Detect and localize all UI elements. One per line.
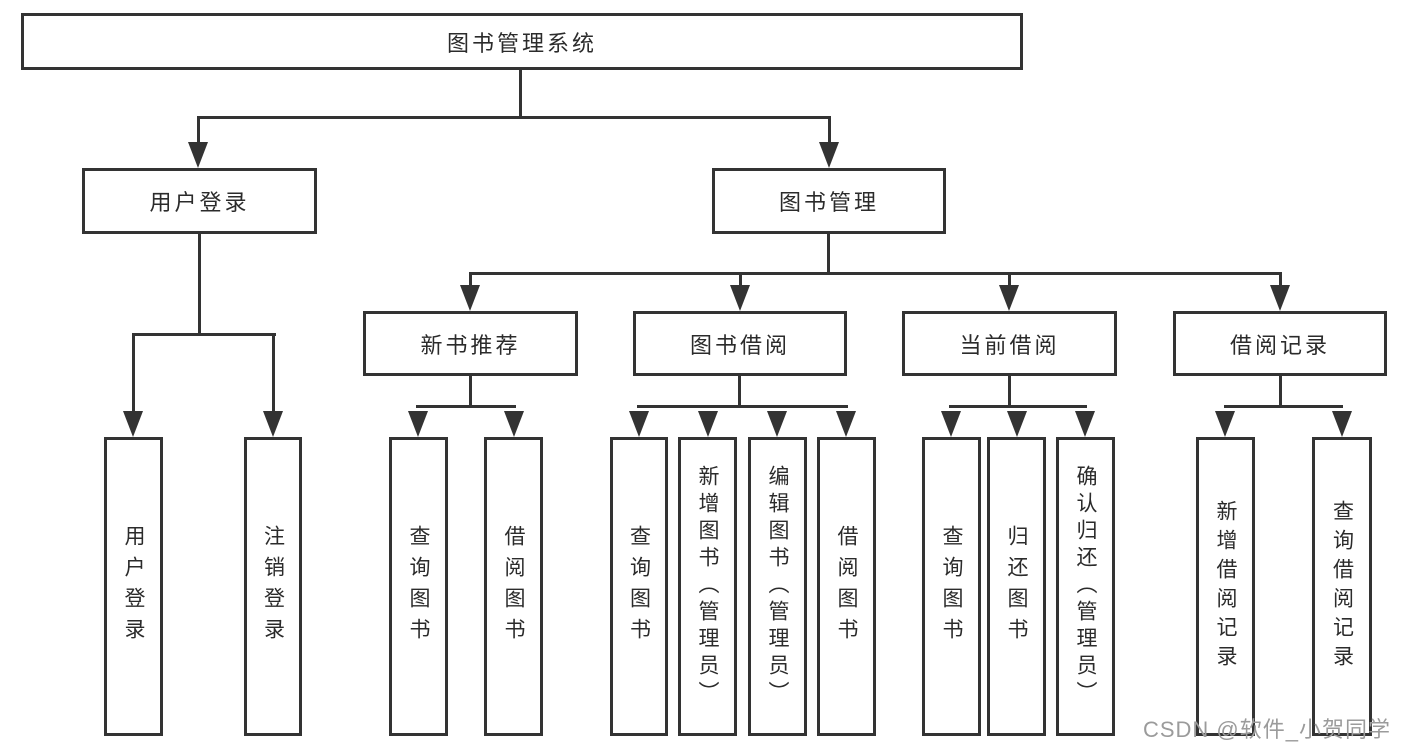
node-user-login: 用户登录 (82, 168, 317, 234)
connector-line (416, 405, 516, 408)
leaf-query-books-recommend: 查询图书 (389, 437, 448, 736)
arrow-down-icon (1215, 411, 1235, 437)
connector-line (1279, 376, 1282, 407)
leaf-borrow-books-recommend: 借阅图书 (484, 437, 543, 736)
arrow-down-icon (730, 285, 750, 311)
arrow-down-icon (263, 411, 283, 437)
leaf-logout-label: 注销登录 (261, 524, 285, 649)
arrow-down-icon (123, 411, 143, 437)
node-borrow-records: 借阅记录 (1173, 311, 1387, 376)
connector-line (827, 234, 830, 275)
connector-line (738, 376, 741, 407)
connector-line (197, 116, 200, 146)
arrow-down-icon (836, 411, 856, 437)
leaf-add-borrow-record: 新增借阅记录 (1196, 437, 1255, 736)
leaf-add-borrow-record-label: 新增借阅记录 (1214, 499, 1237, 674)
node-new-book-recommend: 新书推荐 (363, 311, 578, 376)
connector-line (272, 333, 275, 415)
connector-line (1224, 405, 1343, 408)
arrow-down-icon (460, 285, 480, 311)
connector-line (132, 333, 276, 336)
connector-line (1008, 376, 1011, 407)
arrow-down-icon (1270, 285, 1290, 311)
node-borrow-records-label: 借阅记录 (1229, 332, 1330, 358)
arrow-down-icon (629, 411, 649, 437)
connector-line (637, 405, 848, 408)
node-book-management-label: 图书管理 (778, 190, 879, 215)
leaf-user-login: 用户登录 (104, 437, 163, 736)
node-root-label: 图书管理系统 (446, 30, 597, 56)
leaf-return-books-label: 归还图书 (1005, 524, 1028, 649)
connector-line (132, 333, 135, 415)
node-user-login-label: 用户登录 (149, 190, 250, 215)
leaf-borrow-books-borrowing: 借阅图书 (817, 437, 876, 736)
leaf-logout: 注销登录 (244, 437, 302, 736)
arrow-down-icon (1007, 411, 1027, 437)
arrow-down-icon (408, 411, 428, 437)
arrow-down-icon (504, 411, 524, 437)
leaf-query-books-current: 查询图书 (922, 437, 981, 736)
arrow-down-icon (941, 411, 961, 437)
arrow-down-icon (188, 142, 208, 168)
arrow-down-icon (1075, 411, 1095, 437)
node-current-borrowing: 当前借阅 (902, 311, 1117, 376)
connector-line (469, 376, 472, 407)
node-new-book-recommend-label: 新书推荐 (420, 332, 521, 358)
connector-line (198, 234, 201, 336)
connector-line (469, 272, 472, 290)
connector-line (828, 116, 831, 146)
node-book-borrowing-label: 图书借阅 (689, 332, 790, 358)
arrow-down-icon (999, 285, 1019, 311)
leaf-confirm-return-admin-label: 确认归还（管理员） (1074, 465, 1097, 708)
leaf-query-borrow-record-label: 查询借阅记录 (1330, 499, 1354, 674)
leaf-borrow-books-recommend-label: 借阅图书 (502, 524, 525, 649)
leaf-confirm-return-admin: 确认归还（管理员） (1056, 437, 1115, 736)
arrow-down-icon (767, 411, 787, 437)
leaf-edit-books-admin: 编辑图书（管理员） (748, 437, 807, 736)
leaf-return-books: 归还图书 (987, 437, 1046, 736)
node-root: 图书管理系统 (21, 13, 1023, 70)
node-book-management: 图书管理 (712, 168, 946, 234)
leaf-query-books-recommend-label: 查询图书 (407, 524, 430, 649)
node-current-borrowing-label: 当前借阅 (959, 332, 1060, 358)
leaf-query-books-current-label: 查询图书 (940, 524, 963, 649)
leaf-query-borrow-record: 查询借阅记录 (1312, 437, 1372, 736)
connector-line (519, 69, 522, 119)
arrow-down-icon (1332, 411, 1352, 437)
leaf-add-books-admin: 新增图书（管理员） (678, 437, 737, 736)
arrow-down-icon (819, 142, 839, 168)
leaf-add-books-admin-label: 新增图书（管理员） (696, 465, 719, 708)
leaf-query-books-borrowing: 查询图书 (610, 437, 668, 736)
leaf-query-books-borrowing-label: 查询图书 (627, 524, 651, 649)
connector-line (1008, 272, 1011, 290)
connector-line (197, 116, 831, 119)
node-book-borrowing: 图书借阅 (633, 311, 847, 376)
leaf-borrow-books-borrowing-label: 借阅图书 (835, 524, 858, 649)
leaf-edit-books-admin-label: 编辑图书（管理员） (766, 465, 789, 708)
connector-line (949, 405, 1087, 408)
connector-line (469, 272, 1282, 275)
watermark: CSDN @软件_小贺同学 (1142, 717, 1391, 742)
connector-line (1279, 272, 1282, 290)
arrow-down-icon (698, 411, 718, 437)
leaf-user-login-label: 用户登录 (122, 524, 145, 649)
connector-line (739, 272, 742, 290)
